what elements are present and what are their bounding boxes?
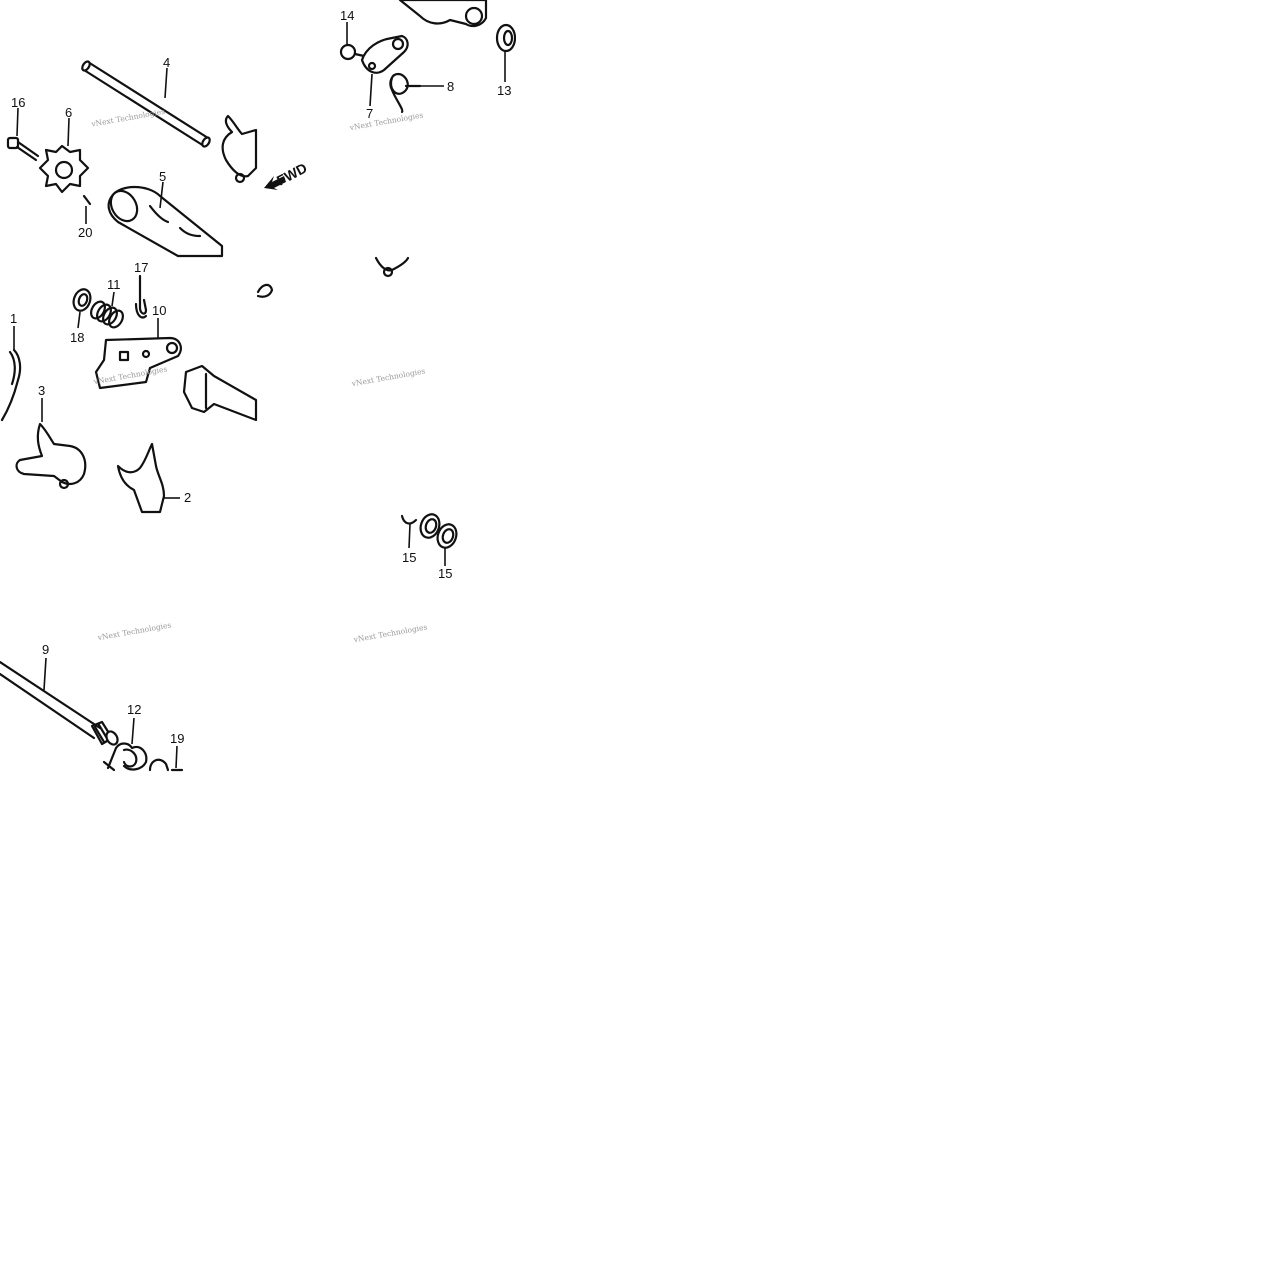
callout-17: 17 bbox=[134, 260, 148, 275]
watermark-text: vNext Technologies bbox=[96, 620, 172, 642]
callout-18: 18 bbox=[70, 330, 84, 345]
callout-14: 14 bbox=[340, 8, 354, 23]
tile-top-left: FWD 4 16 6 5 20 vNext Technologies bbox=[6, 55, 310, 258]
callout-2: 2 bbox=[184, 490, 191, 505]
tile-lower-right: 15 15 vNext Technologies bbox=[352, 513, 458, 644]
watermark-text: vNext Technologies bbox=[348, 110, 424, 132]
fwd-direction-arrow: FWD bbox=[264, 160, 310, 190]
part-8-spring bbox=[389, 72, 444, 114]
part-4-shaft bbox=[81, 60, 211, 148]
part-18-washer bbox=[72, 288, 92, 329]
part-5-shift-drum bbox=[107, 185, 224, 258]
part-15-washer-a bbox=[400, 513, 441, 549]
part-6-shift-cam bbox=[38, 144, 90, 194]
part-shift-fork-upper bbox=[221, 114, 258, 184]
fwd-label: FWD bbox=[274, 160, 310, 189]
part-3-shift-fork bbox=[15, 398, 87, 490]
watermark-tile-2: vNext Technologies bbox=[348, 110, 424, 132]
watermark-tile-6: vNext Technologies bbox=[352, 622, 428, 644]
part-17-clip bbox=[134, 274, 148, 319]
callout-1: 1 bbox=[10, 311, 17, 326]
part-9-gearshift-shaft bbox=[0, 657, 119, 746]
callout-12: 12 bbox=[127, 702, 141, 717]
part-20-pin bbox=[82, 194, 92, 206]
part-13-washer bbox=[495, 23, 517, 82]
tile-top-right: 14 8 13 7 vNext Technologies bbox=[339, 0, 517, 278]
watermark-text: vNext Technologies bbox=[90, 107, 166, 129]
callout-16: 16 bbox=[11, 95, 25, 110]
callout-20: 20 bbox=[78, 225, 92, 240]
tile-mask-bottom bbox=[0, 772, 1285, 1285]
part-10-shift-arm bbox=[94, 318, 182, 390]
part-2-shift-fork bbox=[116, 442, 180, 514]
callout-7: 7 bbox=[366, 106, 373, 121]
part-shift-shaft-end bbox=[182, 364, 258, 422]
watermark-tile-5: vNext Technologies bbox=[96, 620, 172, 642]
callout-10: 10 bbox=[152, 303, 166, 318]
callout-15-a: 15 bbox=[402, 550, 416, 565]
callout-11: 11 bbox=[107, 277, 121, 292]
watermark-tile-4: vNext Technologies bbox=[350, 366, 426, 388]
callout-19: 19 bbox=[170, 731, 184, 746]
callout-6: 6 bbox=[65, 105, 72, 120]
callout-13: 13 bbox=[497, 83, 511, 98]
part-19-washer bbox=[148, 745, 184, 772]
tile-lower-left: vNext Technologies bbox=[96, 620, 172, 642]
watermark-text: vNext Technologies bbox=[350, 366, 426, 388]
part-7-stopper-plate bbox=[360, 34, 409, 107]
callout-4: 4 bbox=[163, 55, 170, 70]
part-drum-end bbox=[398, 0, 488, 28]
tile-middle-right: vNext Technologies bbox=[350, 366, 426, 388]
part-15-washer-b bbox=[436, 523, 458, 566]
callout-8: 8 bbox=[447, 79, 454, 94]
part-16-bolt bbox=[6, 136, 40, 162]
callout-3: 3 bbox=[38, 383, 45, 398]
part-11-spring bbox=[90, 291, 124, 329]
part-fork-fragment bbox=[374, 256, 410, 278]
tile-middle-left: 17 11 10 1 18 3 2 vNext Technologies bbox=[0, 260, 274, 514]
part-14-bolt bbox=[339, 22, 366, 61]
callout-15-b: 15 bbox=[438, 566, 452, 581]
callout-5: 5 bbox=[159, 169, 166, 184]
part-12-return-spring bbox=[102, 717, 148, 772]
callout-9: 9 bbox=[42, 642, 49, 657]
tile-bottom-left: 9 12 19 bbox=[0, 642, 184, 772]
watermark-tile-1: vNext Technologies bbox=[90, 107, 166, 129]
part-1-shift-fork bbox=[0, 326, 22, 422]
watermark-text: vNext Technologies bbox=[352, 622, 428, 644]
